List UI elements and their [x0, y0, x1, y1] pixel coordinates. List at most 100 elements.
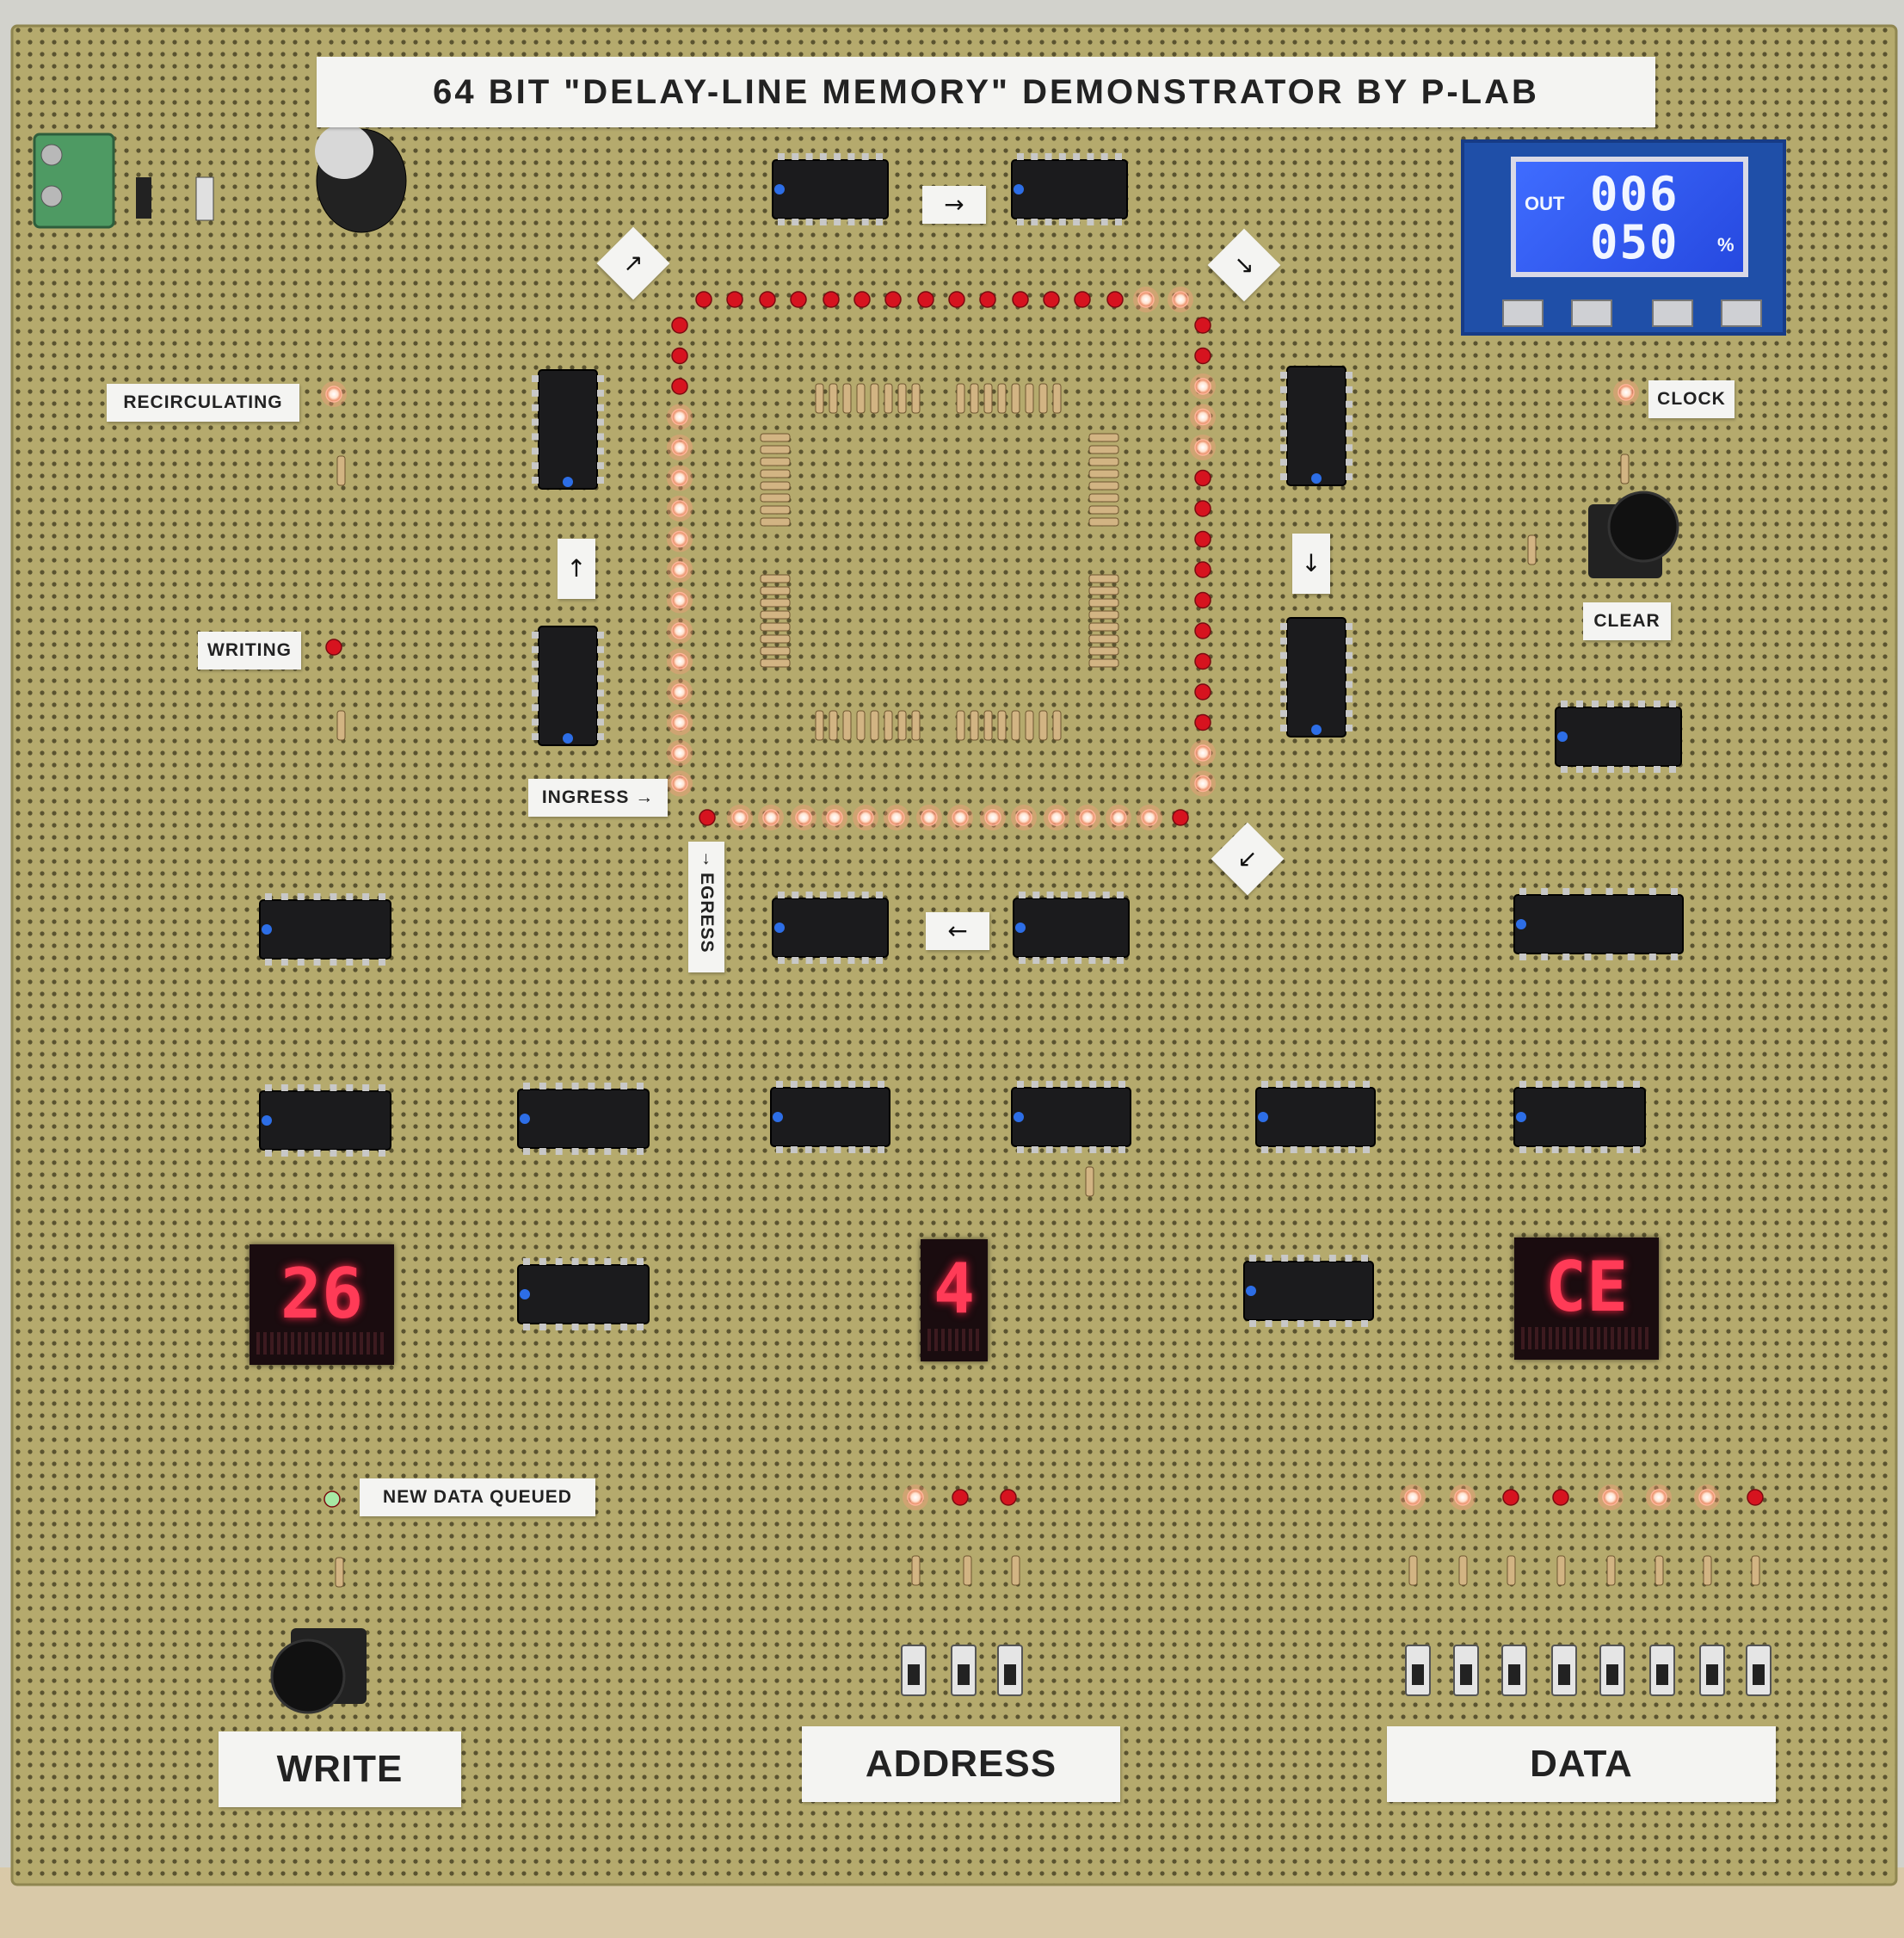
chip-shift-mid-pin-top-7 — [1363, 1081, 1370, 1088]
chip-shift-right-1-pin-right-4 — [1346, 429, 1353, 437]
data-switch-6[interactable] — [1699, 1645, 1725, 1696]
ring-led-right-13 — [1194, 713, 1211, 731]
address-bit-led-1 — [952, 1489, 969, 1506]
chip-piso — [1243, 1255, 1374, 1327]
resistor-bottom-a-1 — [829, 710, 838, 741]
ring-led-bottom-5 — [857, 809, 874, 826]
data-switch-5-knob[interactable] — [1656, 1664, 1668, 1685]
data-switch-1[interactable] — [1453, 1645, 1479, 1696]
resistor-bottom-b-6 — [1038, 710, 1048, 741]
ring-led-bottom-13 — [1110, 809, 1127, 826]
chip-shift-left-2-pin-right-6 — [597, 719, 604, 726]
chip-nand-2-pin-bottom-5 — [1089, 1146, 1097, 1153]
chip-shift-bottom-1-pin-top-1 — [792, 892, 799, 898]
chip-shift-right-2-decoupling-cap — [1311, 725, 1322, 735]
data-switch-3[interactable] — [1551, 1645, 1577, 1696]
chip-counter-c-pin-bottom-2 — [555, 1324, 563, 1330]
data-switch-2-knob[interactable] — [1508, 1664, 1520, 1685]
chip-shift-mid-pin-bottom-5 — [1334, 1146, 1341, 1153]
chip-nand-2-pin-top-3 — [1060, 1081, 1068, 1088]
ring-led-right-7 — [1194, 530, 1211, 548]
chip-shift-right-1-body — [1286, 366, 1346, 486]
lcd-button-1[interactable] — [1502, 299, 1544, 327]
chip-piso-decoupling-cap — [1246, 1286, 1256, 1296]
lcd-button-3[interactable] — [1652, 299, 1693, 327]
ring-led-top-9 — [979, 291, 996, 308]
resistor-bottom-b-5 — [1025, 710, 1034, 741]
data-switch-7-knob[interactable] — [1753, 1664, 1765, 1685]
resistor-top-b-2 — [983, 383, 993, 414]
chip-shift-right-2-pin-left-3 — [1280, 666, 1287, 674]
write-pushbutton[interactable] — [270, 1628, 367, 1714]
ring-led-left-1 — [671, 347, 688, 365]
ring-led-left-3 — [671, 408, 688, 426]
chip-shift-mid-pin-bottom-6 — [1348, 1146, 1356, 1153]
address-switch-1[interactable] — [951, 1645, 977, 1696]
data-switch-6-knob[interactable] — [1706, 1664, 1718, 1685]
data-switch-4[interactable] — [1599, 1645, 1625, 1696]
label-clear: CLEAR — [1583, 602, 1671, 640]
data-switch-1-knob[interactable] — [1460, 1664, 1472, 1685]
clear-pushbutton-cap[interactable] — [1607, 491, 1679, 563]
chip-latch-pin-bottom-6 — [1648, 954, 1656, 960]
address-switch-1-knob[interactable] — [958, 1664, 970, 1685]
chip-shift-top-1-pin-top-3 — [819, 153, 827, 160]
resistor-left-b-4 — [760, 622, 791, 632]
address-switch-2-knob[interactable] — [1004, 1664, 1016, 1685]
ring-led-right-14 — [1194, 744, 1211, 762]
address-switch-2[interactable] — [997, 1645, 1023, 1696]
data-switch-3-knob[interactable] — [1558, 1664, 1570, 1685]
ring-led-left-11 — [671, 652, 688, 670]
write-pushbutton-cap[interactable] — [270, 1639, 346, 1714]
chip-nand-3-pin-bottom-1 — [1576, 766, 1583, 773]
chip-shift-mid-pin-bottom-1 — [1275, 1146, 1283, 1153]
resistor-top-a-0 — [815, 383, 824, 414]
terminal-screw-1 — [40, 144, 63, 166]
arrow-up-left: ↑ — [558, 539, 595, 599]
data-switch-5[interactable] — [1649, 1645, 1675, 1696]
chip-shift-left-2-pin-right-0 — [597, 632, 604, 639]
lcd-button-4[interactable] — [1721, 299, 1762, 327]
chip-shift-right-2-pin-left-5 — [1280, 695, 1287, 703]
chip-nand-3-pin-bottom-0 — [1561, 766, 1568, 773]
lcd-mode: OUT — [1525, 193, 1565, 214]
chip-shift-left-2-pin-left-5 — [532, 704, 539, 712]
chip-counter-b-pin-bottom-3 — [1568, 1146, 1575, 1153]
chip-shift-top-1-body — [772, 159, 889, 219]
arrow-down-right: ↓ — [1292, 534, 1330, 594]
resistor-top-a-5 — [884, 383, 893, 414]
chip-shift-right-1-pin-left-6 — [1280, 459, 1287, 466]
address-switch-0[interactable] — [901, 1645, 927, 1696]
chip-comparator — [517, 1083, 650, 1155]
data-switch-4-knob[interactable] — [1606, 1664, 1618, 1685]
chip-shift-top-1-decoupling-cap — [774, 184, 785, 194]
data-switch-2[interactable] — [1501, 1645, 1527, 1696]
ring-led-top-6 — [884, 291, 902, 308]
chip-counter-b — [1513, 1081, 1646, 1153]
power-switch[interactable] — [195, 176, 214, 221]
new-data-queued-led — [323, 1491, 341, 1508]
chip-nand-3-pin-bottom-3 — [1607, 766, 1614, 773]
chip-nand-1-pin-bottom-2 — [804, 1146, 812, 1153]
chip-nand-2-body — [1011, 1087, 1131, 1147]
data-bit-led-5 — [1650, 1489, 1667, 1506]
chip-nand-1-pin-top-2 — [804, 1081, 812, 1088]
chip-counter-c-pin-top-5 — [604, 1258, 612, 1265]
chip-shift-right-2-pin-right-3 — [1346, 666, 1353, 674]
chip-shift-left-2-decoupling-cap — [563, 733, 573, 744]
resistor-right-a-3 — [1088, 469, 1119, 478]
chip-counter-c-pin-top-7 — [637, 1258, 644, 1265]
data-switch-7[interactable] — [1746, 1645, 1772, 1696]
chip-counter-a-pin-top-2 — [297, 1084, 305, 1091]
data-switch-0-knob[interactable] — [1412, 1664, 1424, 1685]
chip-latch-pin-bottom-3 — [1584, 954, 1592, 960]
chip-nand-3-pin-bottom-2 — [1592, 766, 1599, 773]
lcd-button-2[interactable] — [1571, 299, 1612, 327]
chip-nand-2-pin-bottom-1 — [1031, 1146, 1038, 1153]
data-switch-0[interactable] — [1405, 1645, 1431, 1696]
resistor-new-data — [335, 1557, 344, 1588]
address-switch-0-knob[interactable] — [908, 1664, 920, 1685]
clear-pushbutton[interactable] — [1588, 491, 1679, 578]
egress-arrow-icon: ↓ — [701, 849, 712, 868]
chip-nand-3-pin-top-1 — [1576, 701, 1583, 707]
